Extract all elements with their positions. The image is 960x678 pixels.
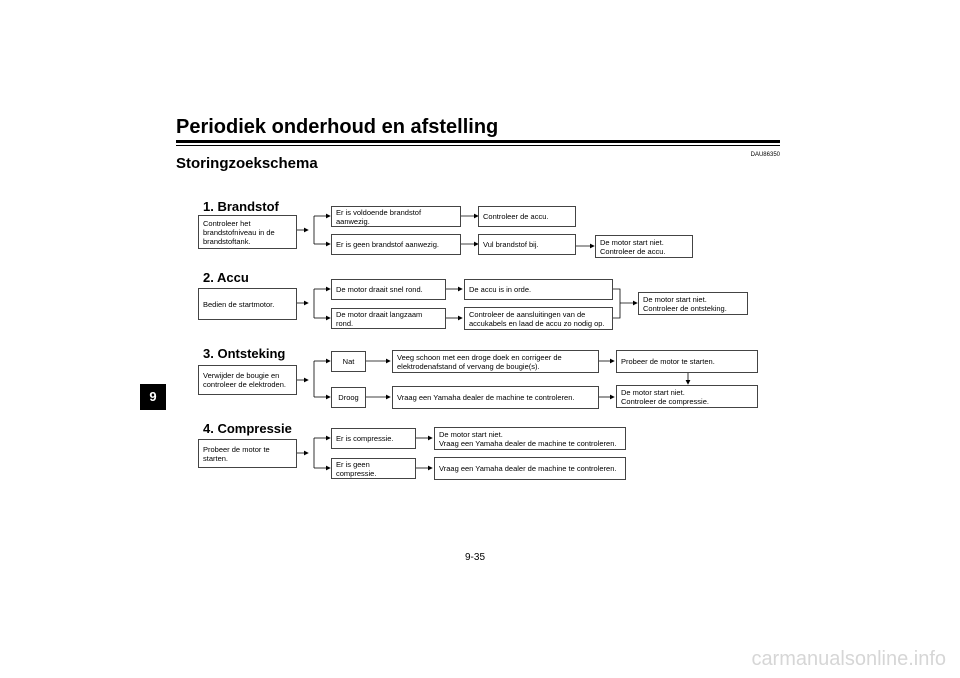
box-ontsteking-wet-result: Probeer de motor te starten. <box>616 350 758 373</box>
box-accu-start: Bedien de startmotor. <box>198 288 297 320</box>
heading-accu: 2. Accu <box>203 270 249 285</box>
box-compressie-yes-result: De motor start niet. Vraag een Yamaha de… <box>434 427 626 450</box>
box-brandstof-start: Controleer het brandstofniveau in de bra… <box>198 215 297 249</box>
box-compressie-no-result: Vraag een Yamaha dealer de machine te co… <box>434 457 626 480</box>
heading-ontsteking: 3. Ontsteking <box>203 346 286 361</box>
document-code: DAU86350 <box>750 152 780 158</box>
box-brandstof-no: Er is geen brandstof aanwezig. <box>331 234 461 255</box>
box-brandstof-yes-result: Controleer de accu. <box>478 206 576 227</box>
header-rule-thin <box>176 145 780 146</box>
box-ontsteking-dry-action: Vraag een Yamaha dealer de machine te co… <box>392 386 599 409</box>
box-compressie-start: Probeer de motor te starten. <box>198 439 297 468</box>
page-title: Periodiek onderhoud en afstelling <box>176 116 499 138</box>
box-accu-fast: De motor draait snel rond. <box>331 279 446 300</box>
box-ontsteking-start: Verwijder de bougie en controleer de ele… <box>198 365 297 395</box>
box-compressie-yes: Er is compressie. <box>331 428 416 449</box>
box-ontsteking-dry-result: De motor start niet. Controleer de compr… <box>616 385 758 408</box>
box-brandstof-no-action: Vul brandstof bij. <box>478 234 576 255</box>
box-ontsteking-wet-action: Veeg schoon met een droge doek en corrig… <box>392 350 599 373</box>
box-accu-fast-result: De accu is in orde. <box>464 279 613 300</box>
section-title: Storingzoekschema <box>176 155 318 172</box>
page-number: 9-35 <box>465 552 486 563</box>
box-accu-result: De motor start niet. Controleer de ontst… <box>638 292 748 315</box>
box-ontsteking-wet: Nat <box>331 351 366 372</box>
heading-brandstof: 1. Brandstof <box>203 199 279 214</box>
box-accu-slow-action: Controleer de aansluitingen van de accuk… <box>464 307 613 330</box>
heading-compressie: 4. Compressie <box>203 421 292 436</box>
header-rule <box>176 140 780 143</box>
chapter-tab: 9 <box>140 384 166 410</box>
box-brandstof-yes: Er is voldoende brandstof aanwezig. <box>331 206 461 227</box>
box-ontsteking-dry: Droog <box>331 387 366 408</box>
box-compressie-no: Er is geen compressie. <box>331 458 416 479</box>
watermark: carmanualsonline.info <box>751 648 946 670</box>
box-accu-slow: De motor draait langzaam rond. <box>331 308 446 329</box>
box-brandstof-no-result: De motor start niet. Controleer de accu. <box>595 235 693 258</box>
